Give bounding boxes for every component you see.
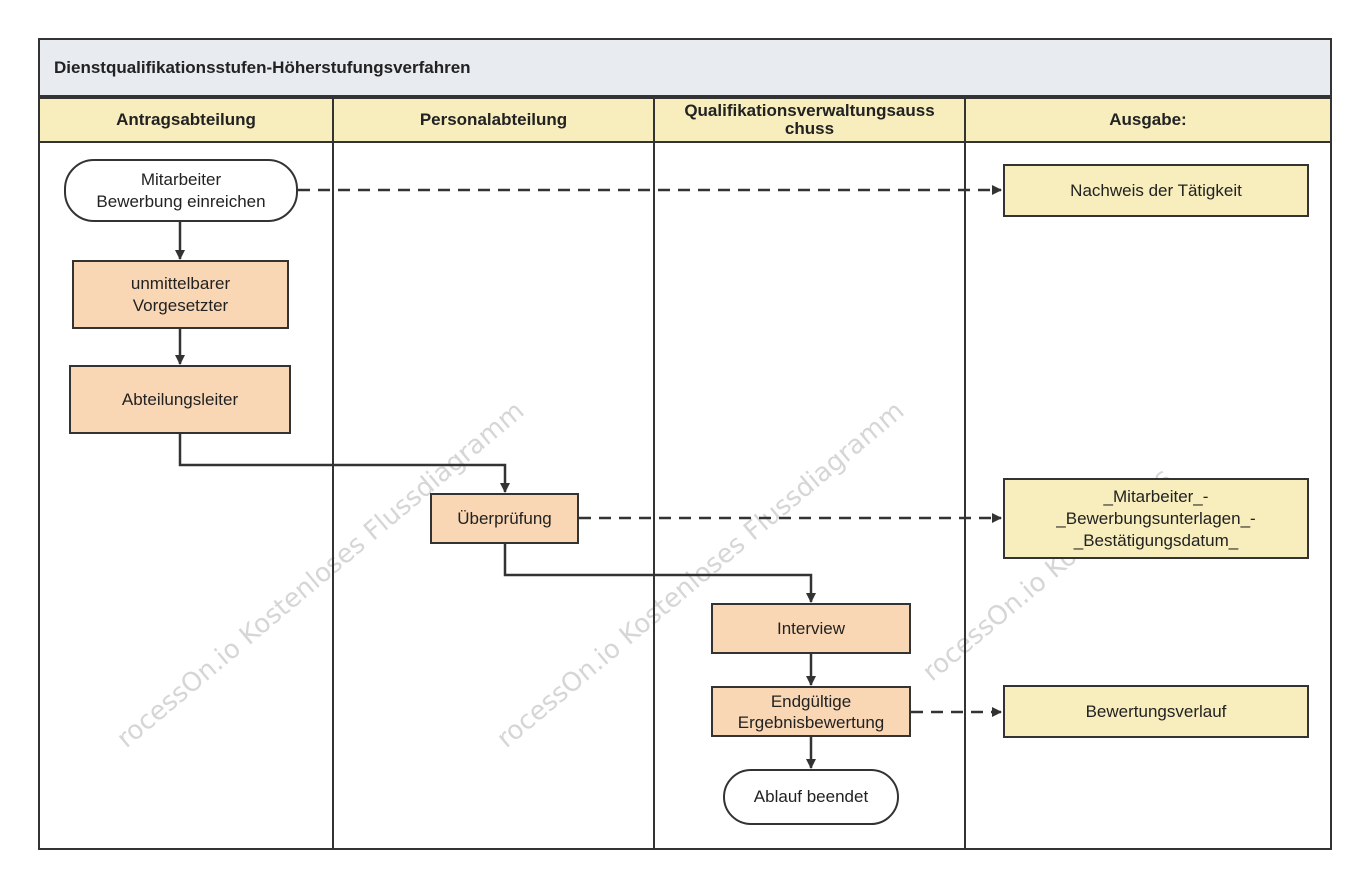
end-terminal: Ablauf beendet <box>723 769 899 825</box>
lane-header-qualifikationsausschuss: Qualifikationsverwaltungsauss chuss <box>653 97 966 143</box>
output-evaluation-history: Bewertungsverlauf <box>1003 685 1309 738</box>
output-proof-of-activity: Nachweis der Tätigkeit <box>1003 164 1309 217</box>
diagram-title: Dienstqualifikationsstufen-Höherstufungs… <box>54 58 471 77</box>
diagram-title-bar: Dienstqualifikationsstufen-Höherstufungs… <box>38 38 1332 97</box>
lane-header-ausgabe: Ausgabe: <box>964 97 1332 143</box>
arrow-review-to-interview <box>503 543 816 603</box>
process-dept-head: Abteilungsleiter <box>69 365 291 434</box>
process-final-evaluation: Endgültige Ergebnisbewertung <box>711 686 911 737</box>
start-terminal: Mitarbeiter Bewerbung einreichen <box>64 159 298 222</box>
lane-header-personalabteilung: Personalabteilung <box>332 97 655 143</box>
process-interview: Interview <box>711 603 911 654</box>
process-supervisor: unmittelbarer Vorgesetzter <box>72 260 289 329</box>
lane-body-ausgabe <box>964 143 1332 850</box>
output-application-documents: _Mitarbeiter_- _Bewerbungsunterlagen_- _… <box>1003 478 1309 559</box>
arrow-depthead-to-review <box>178 433 510 493</box>
lane-header-antragsabteilung: Antragsabteilung <box>38 97 334 143</box>
process-review: Überprüfung <box>430 493 579 544</box>
